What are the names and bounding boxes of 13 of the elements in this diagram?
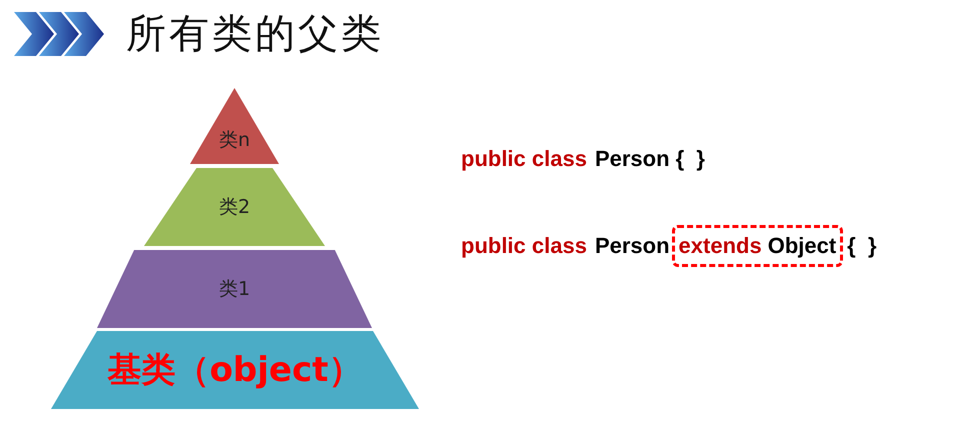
layer-label: 类2 — [218, 195, 250, 220]
code-text: { } — [847, 233, 877, 259]
code-text: Object — [768, 233, 836, 259]
slide-title: 所有类的父类 — [126, 10, 384, 59]
layer-label: 类1 — [218, 277, 250, 302]
code-text: extends — [678, 233, 762, 259]
code-text: public class — [461, 146, 587, 172]
code-text: public class — [461, 233, 587, 259]
code-text: Person { } — [594, 146, 705, 172]
layer-label: 基类（object） — [108, 349, 362, 392]
layer-label: 类n — [218, 128, 250, 153]
code-text: Person — [594, 233, 670, 259]
highlight-box — [672, 225, 844, 267]
